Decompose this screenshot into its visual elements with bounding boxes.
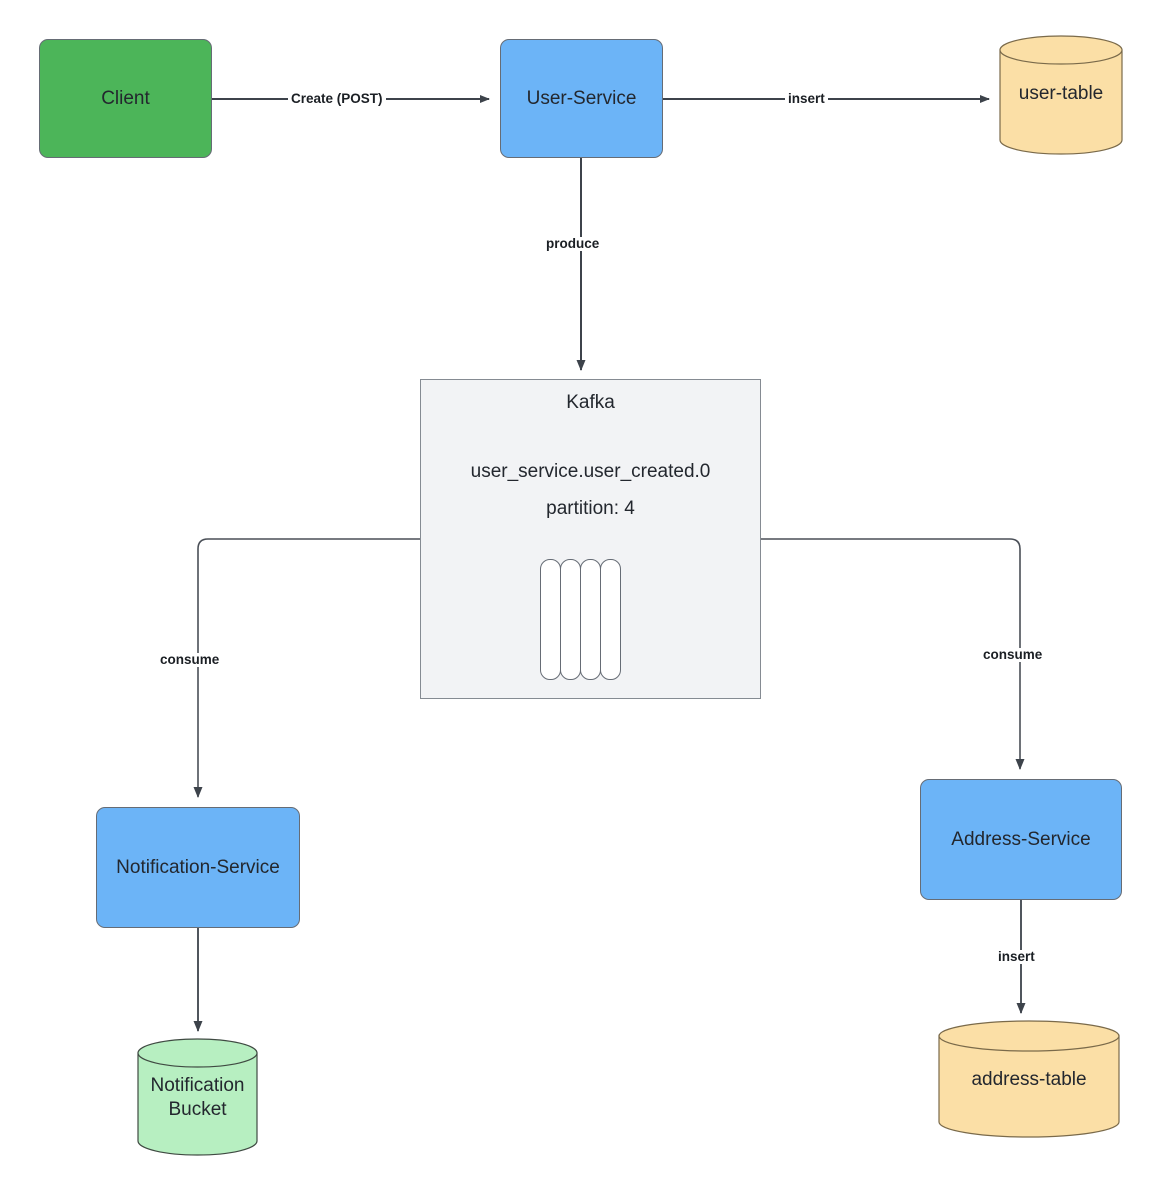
node-notification-bucket[interactable]: Notification Bucket <box>137 1038 258 1156</box>
partition-bar <box>560 559 581 680</box>
edge-label-consume-address: consume <box>980 648 1046 662</box>
edge-label-produce: produce <box>543 237 603 251</box>
node-client-label: Client <box>101 87 150 109</box>
partition-bar <box>580 559 601 680</box>
node-user-service-label: User-Service <box>526 87 637 109</box>
node-notification-service[interactable]: Notification-Service <box>96 807 300 928</box>
edge-label-insert-user-table: insert <box>785 92 828 106</box>
edge-kafka-to-notification-service <box>193 538 420 798</box>
edge-label-create-post: Create (POST) <box>288 92 386 106</box>
node-user-service[interactable]: User-Service <box>500 39 663 158</box>
node-address-service[interactable]: Address-Service <box>920 779 1122 900</box>
partition-bar <box>600 559 621 680</box>
node-address-service-label: Address-Service <box>951 828 1091 850</box>
kafka-partition-count: partition: 4 <box>546 498 635 519</box>
kafka-topic-name: user_service.user_created.0 <box>470 461 711 482</box>
node-client[interactable]: Client <box>39 39 212 158</box>
kafka-title: Kafka <box>566 392 615 413</box>
node-kafka[interactable]: Kafka user_service.user_created.0 partit… <box>420 379 761 699</box>
edge-label-consume-notification: consume <box>157 653 223 667</box>
partition-bar <box>540 559 561 680</box>
node-address-table[interactable]: address-table <box>938 1020 1120 1138</box>
kafka-partition-bars <box>540 559 621 680</box>
node-notification-service-label: Notification-Service <box>116 856 280 878</box>
edge-label-insert-address-table: insert <box>995 950 1038 964</box>
node-user-table[interactable]: user-table <box>999 35 1123 155</box>
